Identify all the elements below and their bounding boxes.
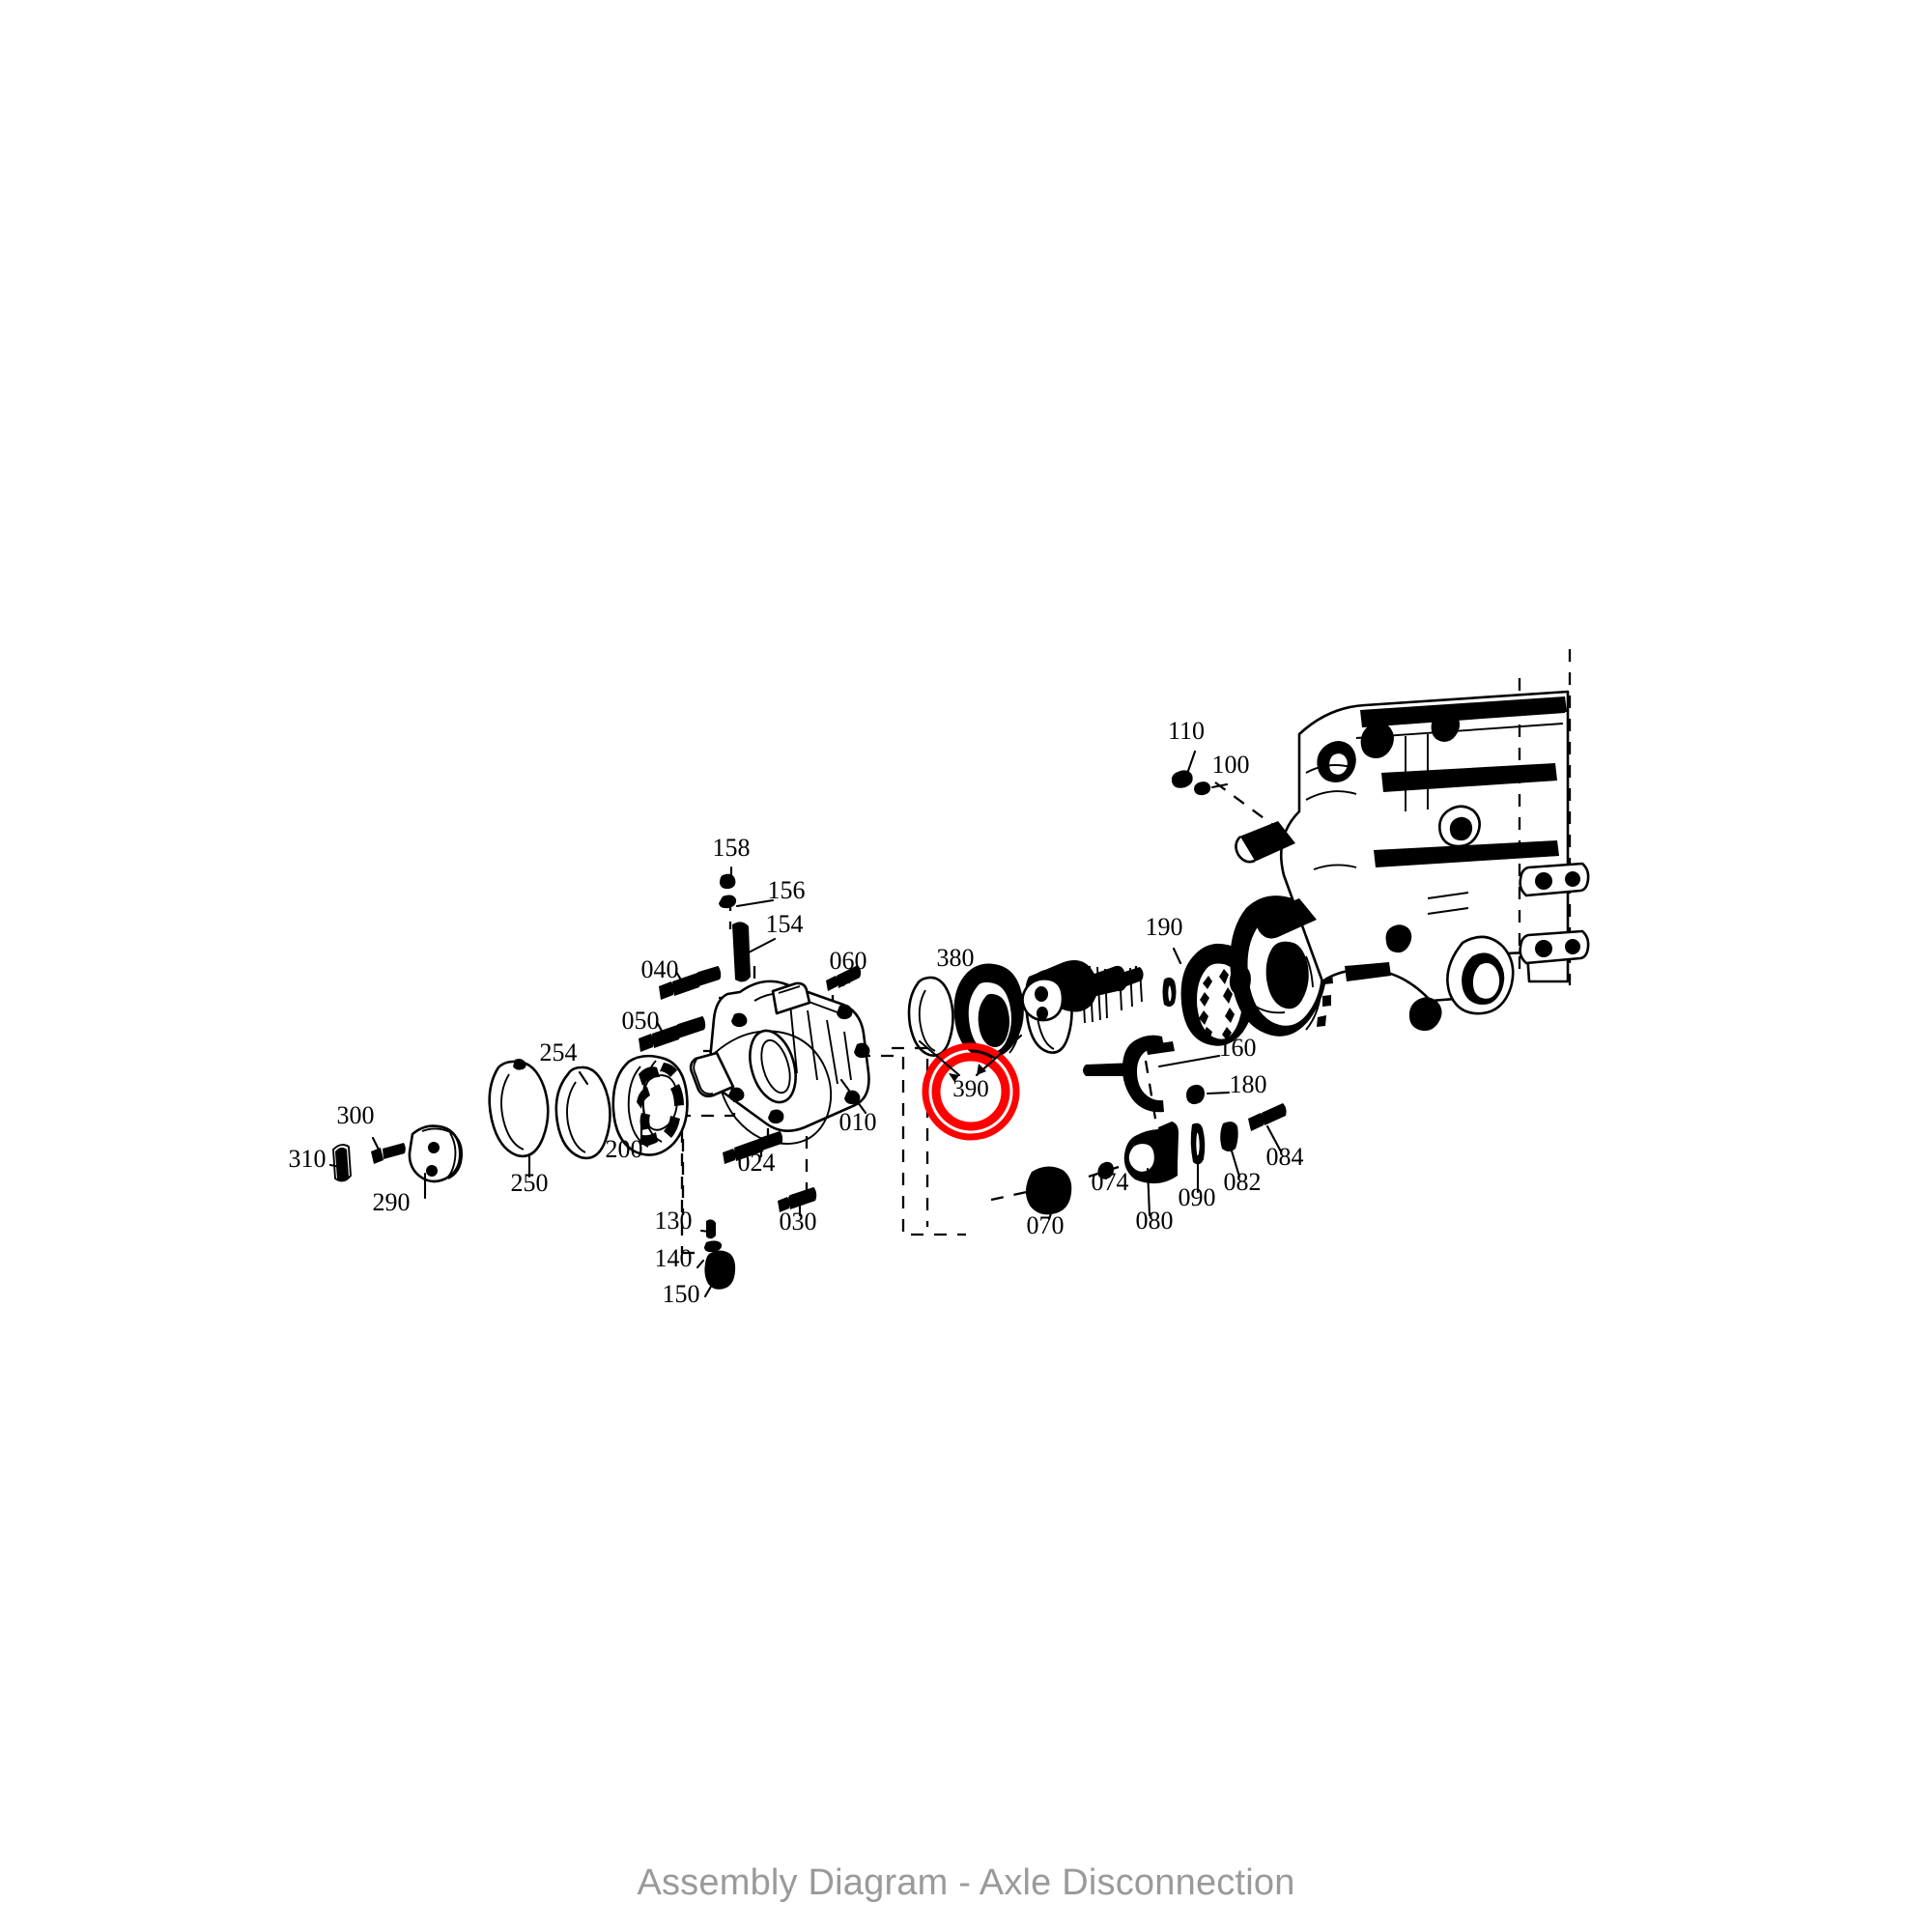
- part-label-300: 300: [337, 1101, 375, 1129]
- part-030-screw: [778, 1187, 817, 1212]
- part-label-070: 070: [1027, 1211, 1065, 1239]
- part-090-ring: [1190, 1122, 1206, 1165]
- part-label-040: 040: [641, 955, 679, 983]
- part-group-200-250-254: [488, 1054, 689, 1179]
- part-label-200: 200: [606, 1135, 643, 1163]
- part-290-flange: [408, 1124, 464, 1183]
- part-group-160-180-fork: [1083, 1035, 1231, 1113]
- part-transmission-case: [1235, 649, 1590, 1032]
- part-080-shift-sleeve: [1123, 1122, 1179, 1184]
- part-140-washer: [704, 1240, 723, 1253]
- part-label-290: 290: [373, 1188, 411, 1216]
- part-label-030: 030: [780, 1208, 817, 1236]
- part-380-bearing: [953, 963, 1024, 1059]
- part-label-250: 250: [511, 1169, 549, 1197]
- part-group-130-140-150: [696, 1219, 736, 1298]
- part-label-158: 158: [713, 834, 751, 862]
- part-group-024-030: [723, 1131, 817, 1217]
- part-310-shape: [335, 1147, 349, 1181]
- part-group-100-110: [1171, 750, 1229, 796]
- part-160-shift-fork: [1122, 1035, 1164, 1113]
- part-040-bolt: [659, 966, 722, 1000]
- part-label-010: 010: [839, 1108, 877, 1136]
- part-060-bolt: [826, 965, 862, 991]
- part-label-090: 090: [1179, 1183, 1216, 1211]
- part-082-washer: [1220, 1122, 1238, 1151]
- part-group-380-seal-bearing: [907, 963, 1073, 1059]
- part-label-150: 150: [663, 1280, 700, 1308]
- highlight-ring-390: [922, 1042, 1020, 1141]
- part-group-290-300-310: [328, 1124, 464, 1200]
- part-label-074: 074: [1092, 1168, 1129, 1196]
- part-200-bearing-cage: [611, 1054, 689, 1156]
- part-label-160: 160: [1219, 1034, 1257, 1062]
- part-label-156: 156: [768, 876, 806, 904]
- part-250-snap-ring: [488, 1059, 550, 1158]
- part-shaft-spline: [1021, 960, 1144, 1024]
- part-label-050: 050: [622, 1007, 660, 1035]
- part-156-washer: [719, 895, 737, 909]
- part-label-100: 100: [1212, 751, 1250, 779]
- part-110-piece: [1171, 770, 1193, 788]
- part-label-130: 130: [655, 1207, 693, 1235]
- diagram-caption: Assembly Diagram - Axle Disconnection: [637, 1862, 1295, 1903]
- part-024-screw: [723, 1131, 783, 1164]
- part-084-bolt: [1248, 1103, 1287, 1131]
- part-label-254: 254: [540, 1038, 578, 1066]
- part-label-310: 310: [289, 1145, 327, 1173]
- part-050-bolt: [639, 1016, 706, 1052]
- part-074-pin: [1097, 1161, 1114, 1179]
- part-158-ball: [720, 873, 736, 890]
- part-label-140: 140: [655, 1244, 693, 1272]
- part-group-070-084-shift-rail: [1025, 1103, 1287, 1221]
- part-group-154-156-158: [719, 866, 777, 982]
- part-label-180: 180: [1230, 1070, 1267, 1098]
- part-150-bracket: [704, 1250, 736, 1290]
- part-254-shim: [554, 1065, 611, 1160]
- part-label-390: 390: [952, 1076, 989, 1102]
- part-100-piece: [1194, 781, 1211, 796]
- part-154-pin: [732, 922, 751, 982]
- part-group-040-050-bolts: [639, 966, 722, 1052]
- part-070-sleeve: [1025, 1166, 1072, 1215]
- part-label-024: 024: [738, 1149, 776, 1177]
- part-390-left-oring: [907, 976, 954, 1057]
- part-130-pin: [706, 1219, 716, 1239]
- part-label-380: 380: [937, 944, 975, 972]
- part-label-110: 110: [1168, 717, 1205, 745]
- part-label-154: 154: [766, 910, 804, 938]
- part-small-clip: [1162, 977, 1177, 1008]
- part-label-082: 082: [1224, 1168, 1262, 1196]
- part-label-190: 190: [1146, 913, 1183, 941]
- part-label-080: 080: [1136, 1207, 1174, 1235]
- highlight-390-leaders: [918, 1034, 1023, 1082]
- part-180-pad: [1186, 1084, 1205, 1105]
- part-010-housing: [689, 980, 870, 1145]
- part-label-084: 084: [1266, 1143, 1304, 1171]
- part-label-060: 060: [830, 947, 867, 975]
